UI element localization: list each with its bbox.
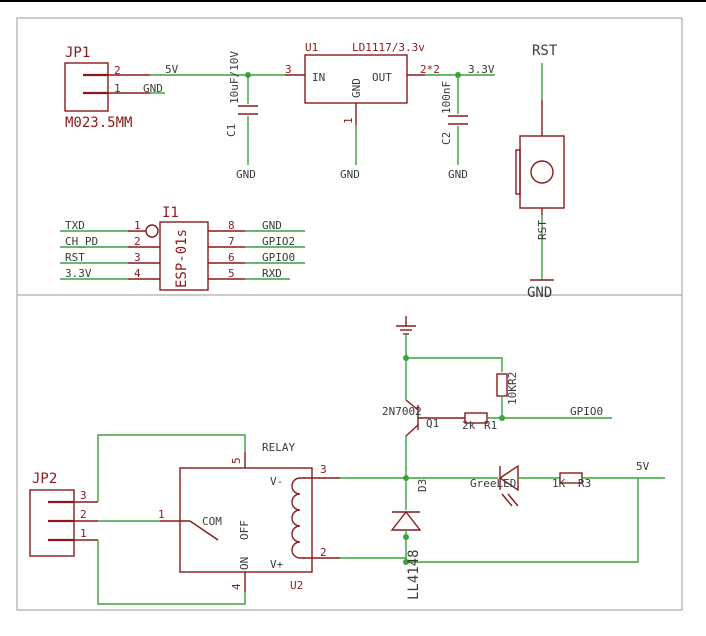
d3-name: D3 — [416, 479, 429, 492]
r1-name: R1 — [484, 419, 497, 432]
q1-transistor — [405, 399, 465, 437]
esp-right-pins — [208, 230, 305, 280]
u1-name: U1 — [305, 41, 318, 54]
net-5v-label: 5V — [165, 63, 179, 76]
jp1-pin1: 1 — [114, 82, 121, 95]
esp-01s-module — [159, 221, 209, 291]
esp-right-net-8: GND — [262, 219, 282, 232]
relay-u2 — [179, 467, 313, 573]
q1-type: 2N7002 — [382, 405, 422, 418]
esp-left-net-3: RST — [65, 251, 85, 264]
esp-right-pin-7: 7 — [228, 235, 235, 248]
esp-right-net-7: GPIO2 — [262, 235, 295, 248]
relay-on: ON — [238, 557, 251, 570]
c1-name: C1 — [225, 124, 238, 137]
net-5v-bottom-label: 5V — [636, 460, 650, 473]
d3-diode — [390, 510, 422, 531]
esp-value: ESP-01s — [174, 229, 190, 288]
wire-jp2-pin3 — [97, 434, 246, 502]
jp2-pin1: 1 — [80, 527, 87, 540]
r2-name: R2 — [506, 372, 519, 385]
esp-left-pin-3: 3 — [134, 251, 141, 264]
net-gpio0-label: GPIO0 — [570, 405, 603, 418]
jp2-connector — [29, 489, 75, 557]
q1-name: Q1 — [426, 417, 439, 430]
u1-pin3: 3 — [285, 63, 292, 76]
jp1-pin2: 2 — [114, 64, 121, 77]
esp-left-pin-1: 1 — [134, 219, 141, 232]
d3-value: LL4148 — [406, 549, 422, 600]
jp1-value: M023.5MM — [65, 115, 132, 131]
gnd-label-c1: GND — [236, 168, 256, 181]
wire-coil-5v — [340, 478, 639, 563]
esp-right-net-6: GPIO0 — [262, 251, 295, 264]
gnd-symbol-q1 — [396, 316, 416, 335]
jp1-name: JP1 — [65, 45, 90, 61]
gnd-label-u1: GND — [340, 168, 360, 181]
r3-name: R3 — [578, 477, 591, 490]
relay-com: COM — [202, 515, 222, 528]
led-label: GreeLED — [470, 477, 516, 490]
relay-vplus: V+ — [270, 558, 284, 571]
relay-off: OFF — [238, 520, 251, 540]
gnd-label-c2: GND — [448, 168, 468, 181]
esp-right-pin-6: 6 — [228, 251, 235, 264]
rst-label: RST — [532, 43, 558, 59]
esp-right-pin-5: 5 — [228, 267, 235, 280]
u1-in: IN — [312, 71, 325, 84]
relay-title: RELAY — [262, 441, 295, 454]
c2-name: C2 — [440, 132, 453, 145]
u1-out: OUT — [372, 71, 392, 84]
net-3v3-label: 3.3V — [468, 63, 495, 76]
esp-name: I1 — [162, 205, 179, 221]
relay-pin2: 2 — [320, 546, 327, 559]
r1-value: 2k — [462, 419, 476, 432]
frame-power-section — [16, 17, 683, 296]
jp2-pin3: 3 — [80, 489, 87, 502]
wire-jp2-pin1 — [97, 540, 246, 605]
rst-gnd-label: GND — [527, 285, 552, 301]
relay-pin1: 1 — [158, 508, 165, 521]
u1-gnd: GND — [350, 78, 363, 98]
esp-right-pin-8: 8 — [228, 219, 235, 232]
esp-left-pin-4: 4 — [134, 267, 141, 280]
u1-pin1: 1 — [342, 117, 355, 124]
c1-value: 10uF/10V — [228, 51, 241, 104]
junction — [403, 559, 409, 565]
c2-value: 100nF — [440, 81, 453, 114]
esp-left-pin-2: 2 — [134, 235, 141, 248]
relay-pin3: 3 — [320, 463, 327, 476]
r3-value: 1K — [552, 477, 566, 490]
relay-name: U2 — [290, 579, 303, 592]
u1-value: LD1117/3.3v — [352, 41, 425, 54]
net-gnd-label: GND — [143, 82, 163, 95]
relay-pin5: 5 — [230, 457, 243, 464]
relay-vminus: V- — [270, 475, 283, 488]
esp-left-net-2: CH_PD — [65, 235, 98, 248]
r2-value: 10K — [506, 385, 519, 405]
u1-pin2: 2*2 — [420, 63, 440, 76]
junction — [403, 534, 409, 540]
jp1-connector — [64, 62, 109, 112]
frame-relay-section — [16, 294, 683, 611]
relay-switch — [189, 520, 219, 541]
relay-coil — [291, 477, 301, 559]
rst-net-label: RST — [536, 220, 549, 240]
esp-left-net-4: 3.3V — [65, 267, 92, 280]
relay-pin4: 4 — [230, 583, 243, 590]
esp-left-pins — [60, 230, 160, 280]
jp2-name: JP2 — [32, 471, 57, 487]
jp2-pin2: 2 — [80, 508, 87, 521]
esp-right-net-5: RXD — [262, 267, 282, 280]
esp-left-net-1: TXD — [65, 219, 85, 232]
rst-button — [519, 135, 565, 209]
